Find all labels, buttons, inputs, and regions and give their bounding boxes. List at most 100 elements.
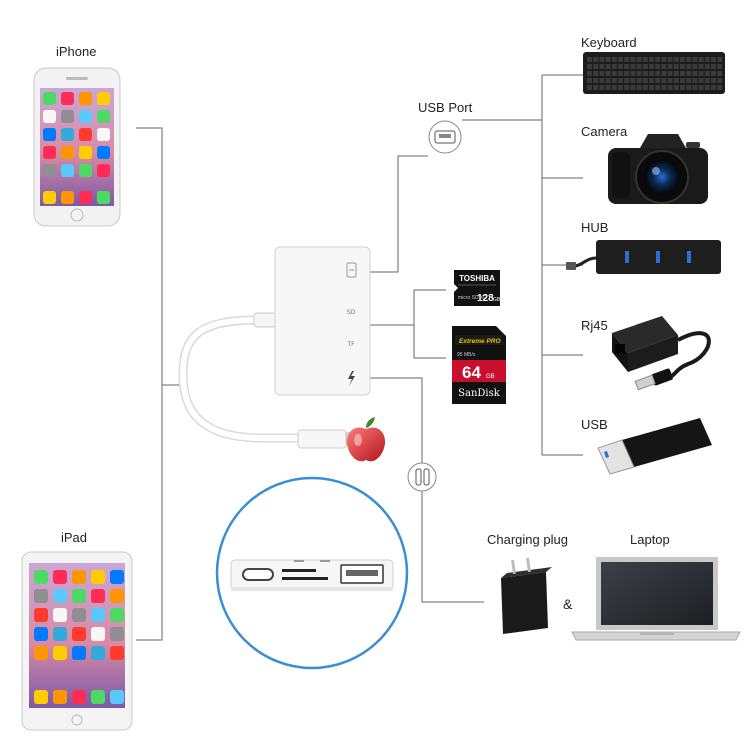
app-icon	[110, 627, 124, 641]
label-rj45: Rj45	[581, 318, 608, 333]
app-icon	[34, 570, 48, 584]
app-icon	[72, 570, 86, 584]
app-icon	[53, 589, 67, 603]
laptop-device	[571, 557, 741, 641]
app-icon	[34, 646, 48, 660]
app-icon	[91, 627, 105, 641]
keyboard-key	[661, 57, 667, 62]
keyboard-key	[661, 64, 667, 69]
toshiba-capacity: 128	[477, 293, 494, 304]
keyboard-key	[686, 64, 692, 69]
keyboard-key	[649, 57, 654, 62]
keyboard-key	[636, 57, 642, 62]
dock-app-icon	[79, 191, 92, 204]
keyboard-key	[680, 57, 685, 62]
keyboard-key	[667, 85, 673, 90]
keyboard-key	[593, 57, 599, 62]
keyboard-key	[624, 64, 630, 69]
label-charging-plug: Charging plug	[487, 532, 568, 547]
keyboard-key	[667, 57, 673, 62]
usb-port-symbol	[428, 120, 462, 154]
keyboard-key	[717, 71, 723, 76]
keyboard-key	[667, 64, 673, 69]
app-icon	[61, 164, 74, 177]
keyboard-key	[618, 78, 623, 83]
app-icon	[43, 146, 56, 159]
lightning-port-icon	[348, 371, 355, 386]
keyboard-key	[655, 78, 661, 83]
keyboard-key	[661, 78, 667, 83]
sandisk-capacity: 64	[462, 363, 481, 382]
camera-device	[608, 134, 708, 204]
dock-app-icon	[72, 690, 86, 704]
keyboard-key	[630, 64, 636, 69]
app-icon	[97, 146, 110, 159]
usb-port-icon	[346, 262, 357, 278]
keyboard-key	[673, 71, 679, 76]
iphone-app-grid	[43, 92, 110, 204]
app-icon	[91, 589, 105, 603]
keyboard-key	[605, 57, 611, 62]
keyboard-key	[599, 57, 605, 62]
label-ampersand: &	[563, 596, 573, 612]
keyboard-key	[642, 85, 648, 90]
keyboard-key	[704, 85, 710, 90]
keyboard-key	[673, 78, 679, 83]
keyboard-key	[599, 64, 605, 69]
adapter-hub: SD TF	[274, 246, 371, 396]
keyboard-key	[680, 64, 685, 69]
keyboard-key	[611, 85, 617, 90]
keyboard-key	[686, 57, 692, 62]
label-hub: HUB	[581, 220, 609, 235]
keyboard-key	[655, 64, 661, 69]
app-icon	[97, 92, 110, 105]
app-icon	[53, 627, 67, 641]
app-icon	[97, 128, 110, 141]
dock-app-icon	[43, 191, 56, 204]
keyboard-key	[630, 71, 636, 76]
keyboard-key	[587, 71, 592, 76]
keyboard-key	[698, 64, 704, 69]
keyboard-key	[661, 71, 667, 76]
dock-app-icon	[110, 690, 124, 704]
keyboard-key	[711, 64, 716, 69]
app-icon	[79, 164, 92, 177]
app-icon	[110, 570, 124, 584]
keyboard-key	[717, 85, 723, 90]
keyboard-key	[698, 78, 704, 83]
app-icon	[61, 92, 74, 105]
app-icon	[97, 164, 110, 177]
app-icon	[43, 110, 56, 123]
keyboard-key	[618, 71, 623, 76]
app-icon	[61, 128, 74, 141]
keyboard-key	[624, 85, 630, 90]
keyboard-key	[611, 64, 617, 69]
keyboard-key	[611, 71, 617, 76]
sandisk-unit: GB	[486, 374, 495, 380]
keyboard-key	[618, 64, 623, 69]
keyboard-key	[599, 71, 605, 76]
keyboard-key	[717, 57, 723, 62]
app-icon	[72, 646, 86, 660]
label-usb-port: USB Port	[418, 100, 473, 115]
app-icon	[43, 92, 56, 105]
app-icon	[72, 627, 86, 641]
keyboard-key	[630, 57, 636, 62]
keyboard-key	[630, 78, 636, 83]
keyboard-key	[587, 78, 592, 83]
keyboard-key	[593, 64, 599, 69]
keyboard-key	[642, 64, 648, 69]
ipad-app-grid	[34, 570, 124, 704]
keyboard-key	[711, 57, 716, 62]
keyboard-key	[587, 85, 592, 90]
keyboard-key	[711, 71, 716, 76]
keyboard-key	[655, 85, 661, 90]
app-icon	[79, 146, 92, 159]
keyboard-key	[717, 64, 723, 69]
keyboard-key	[649, 78, 654, 83]
keyboard-key	[686, 71, 692, 76]
keyboard-key	[611, 57, 617, 62]
app-icon	[79, 128, 92, 141]
keyboard-key	[673, 64, 679, 69]
dock-app-icon	[61, 191, 74, 204]
